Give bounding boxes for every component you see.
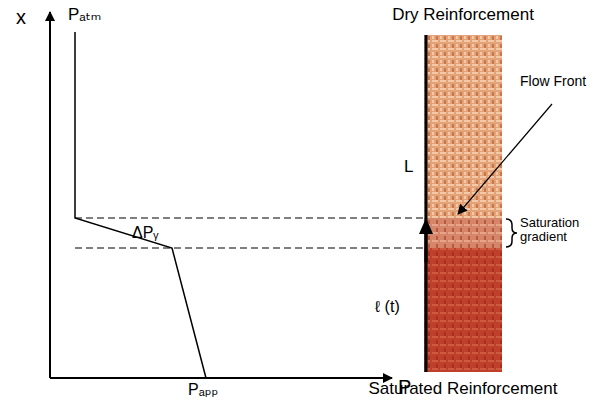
axis-label: x [16, 6, 26, 28]
brace [506, 219, 517, 247]
p-axis [50, 377, 392, 379]
region-label: Dry Reinforcement [392, 6, 534, 25]
length-line [425, 35, 428, 372]
saturation-gradient-region [424, 218, 502, 248]
region-label: Saturated Reinforcement [369, 380, 558, 399]
x-axis [49, 12, 51, 378]
pressure-profile [75, 32, 206, 378]
leader-line [458, 104, 552, 214]
saturated-reinforcement [424, 248, 502, 372]
pressure-label: Pₐₜₘ [68, 6, 101, 25]
dry-reinforcement [424, 35, 502, 218]
dimension-label: L [404, 158, 413, 177]
dimension-label: ℓ (t) [375, 298, 400, 316]
pressure-drop-label: ΔPᵧ [132, 224, 159, 242]
flow-arrowhead [419, 218, 433, 234]
region-label: Saturation gradient [520, 216, 598, 245]
pressure-label: Pₐₚₚ [188, 381, 218, 399]
callout-label: Flow Front [520, 74, 586, 89]
